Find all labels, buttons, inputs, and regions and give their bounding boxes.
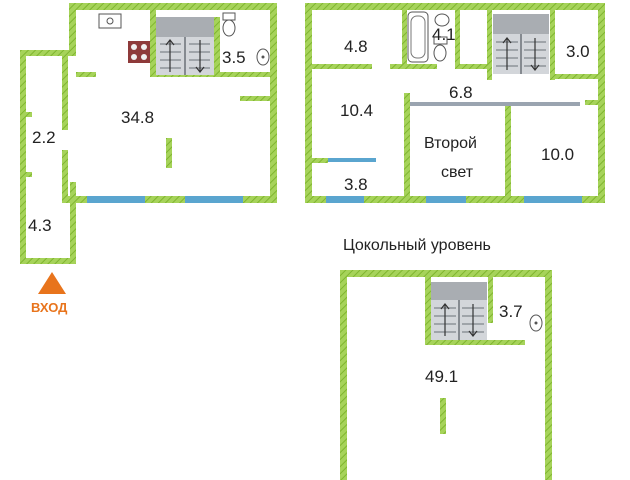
room-area-label: 6.8 <box>449 83 473 102</box>
room-area-label: 3.7 <box>499 302 523 321</box>
floor-2-plan: 4.8 4.1 3.0 6.8 10.4 10.0 3.8 Второй све… <box>305 3 605 203</box>
sink-icon <box>98 13 122 29</box>
toilet-icon <box>222 12 236 37</box>
room-area-label: 10.4 <box>340 101 373 120</box>
room-area-label: 49.1 <box>425 367 458 386</box>
basement-plan: Цокольный уровень <box>340 237 552 480</box>
room-area-label: 10.0 <box>541 145 574 164</box>
sink-icon <box>434 13 450 27</box>
staircase-icon <box>493 14 549 74</box>
entrance-arrow-icon <box>38 272 66 294</box>
sink-icon <box>529 314 543 332</box>
room-area-label: 4.1 <box>432 25 456 44</box>
second-light-label: Второй <box>424 135 477 152</box>
room-area-label: 4.8 <box>344 37 368 56</box>
room-area-label: 3.5 <box>222 48 246 67</box>
stove-icon <box>128 41 150 63</box>
sink-icon <box>256 48 270 66</box>
floor-1-plan: 34.8 3.5 2.2 4.3 ВХОД <box>20 3 277 315</box>
room-area-label: 34.8 <box>121 108 154 127</box>
second-light-label: свет <box>441 164 474 181</box>
room-area-label: 3.8 <box>344 175 368 194</box>
room-area-label: 4.3 <box>28 216 52 235</box>
room-area-label: 2.2 <box>32 128 56 147</box>
room-area-label: 3.0 <box>566 42 590 61</box>
staircase-icon <box>431 282 487 340</box>
entrance-label: ВХОД <box>31 300 68 315</box>
staircase-icon <box>156 17 220 75</box>
bathtub-icon <box>407 11 429 63</box>
basement-title: Цокольный уровень <box>343 237 491 254</box>
toilet-icon <box>433 36 448 62</box>
